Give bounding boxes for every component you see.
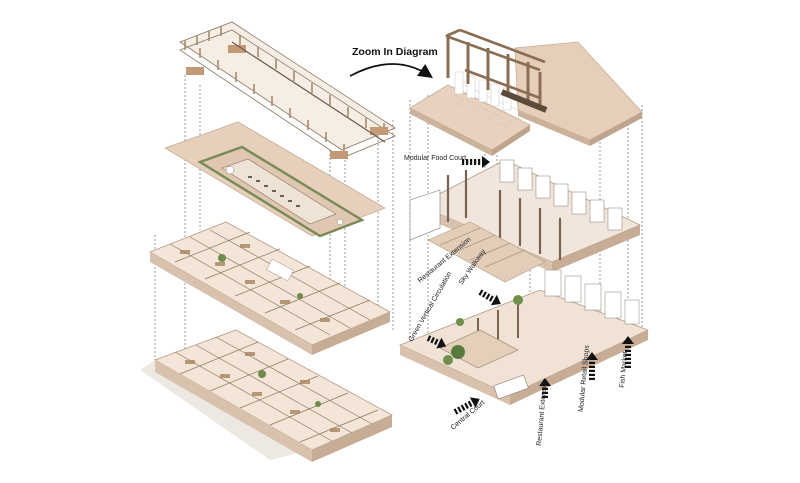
- diagram-title: Zoom In Diagram: [352, 46, 438, 58]
- right-food-court-level: [409, 159, 641, 283]
- right-ground-level: [398, 269, 650, 405]
- left-ground-floor: [140, 329, 393, 462]
- left-upper-floor: [149, 221, 391, 355]
- zoom-arrow: [349, 63, 433, 79]
- label-fish-market: Fish Market: [619, 351, 629, 388]
- label-central-court: Central Court: [450, 399, 486, 431]
- left-roof-pergola: [179, 21, 396, 159]
- right-roof-slab: [409, 28, 643, 156]
- left-roof-slab: [164, 121, 386, 238]
- hatched-arrows: [426, 156, 634, 415]
- label-modular-food-court: Modular Food Court: [404, 155, 466, 162]
